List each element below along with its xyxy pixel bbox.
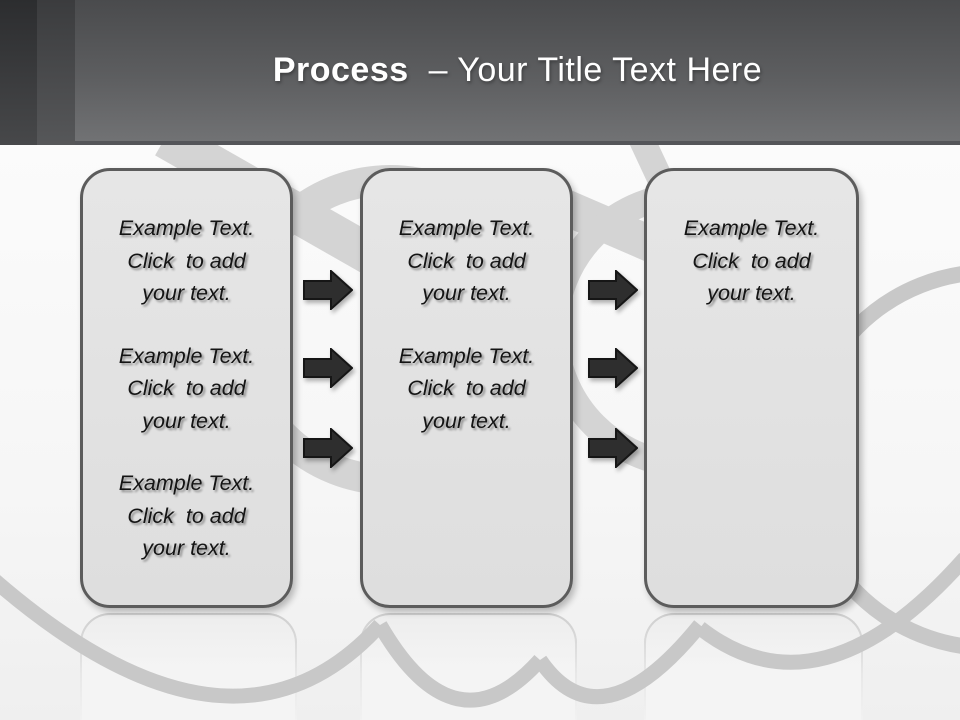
arrow-right-icon [588, 348, 638, 388]
box-reflection [360, 613, 577, 720]
slide-title-subtitle: – Your Title Text Here [408, 51, 763, 89]
slide-body: Example Text. Click to add your text. Ex… [0, 145, 960, 720]
process-step-box-3: Example Text. Click to add your text. [644, 168, 859, 608]
arrow-right-icon [588, 428, 638, 468]
process-step-box-2: Example Text. Click to add your text. Ex… [360, 168, 573, 608]
left-edge-band-dark [0, 0, 37, 145]
arrow-right-icon [303, 348, 353, 388]
arrow-right-icon [303, 270, 353, 310]
process-step-box-1: Example Text. Click to add your text. Ex… [80, 168, 293, 608]
placeholder-text: Example Text. Click to add your text. [398, 216, 535, 305]
placeholder-text: Example Text. Click to add your text. [118, 343, 255, 433]
left-edge-band-mid [37, 0, 75, 145]
arrow-right-icon [588, 270, 638, 310]
placeholder-text: Example Text. Click to add your text. [118, 216, 255, 305]
box-reflection [644, 613, 863, 720]
placeholder-text: Example Text. Click to add your text. [398, 343, 535, 433]
box-reflection [80, 613, 297, 720]
placeholder-text: Example Text. Click to add your text. [118, 471, 255, 560]
title-bar: Process – Your Title Text Here [0, 0, 960, 145]
slide-title: Process – Your Title Text Here [75, 0, 960, 141]
arrow-right-icon [303, 428, 353, 468]
slide-title-keyword: Process [272, 51, 409, 89]
placeholder-text: Example Text. Click to add your text. [683, 216, 820, 305]
